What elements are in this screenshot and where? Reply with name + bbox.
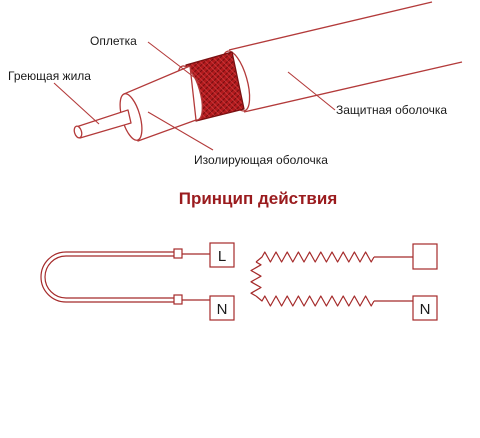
outer-jacket xyxy=(229,2,462,112)
jacket-top-edge xyxy=(228,1,433,51)
heating-core xyxy=(75,109,132,139)
loop-outer-wire xyxy=(40,251,174,303)
connector-top xyxy=(173,248,183,259)
label-jacket: Защитная оболочка xyxy=(336,103,447,117)
leader-core xyxy=(53,82,100,125)
terminal-L-label: L xyxy=(218,248,226,265)
leader-jacket xyxy=(287,71,336,111)
connector-bottom xyxy=(173,294,183,305)
label-insulation: Изолирующая оболочка xyxy=(194,153,328,167)
leader-braid xyxy=(147,41,200,82)
right-resistor-schematic xyxy=(250,251,413,307)
principle-title: Принцип действия xyxy=(179,189,338,208)
leader-lines xyxy=(53,41,336,151)
left-loop-schematic xyxy=(40,248,210,305)
terminal-N-right-box xyxy=(412,295,438,321)
cable-illustration xyxy=(73,1,463,142)
loop-inner-wire xyxy=(44,255,174,299)
label-core: Греющая жила xyxy=(8,69,91,83)
terminal-N-right-label: N xyxy=(420,301,431,318)
leader-insulation xyxy=(147,111,214,151)
terminal-right-top-box xyxy=(412,243,438,270)
resistor-top xyxy=(255,251,375,263)
resistor-bottom xyxy=(255,295,375,307)
terminal-L-box xyxy=(209,242,235,268)
terminal-N-left-box xyxy=(209,295,235,321)
core-end xyxy=(73,125,83,139)
terminal-N-left-label: N xyxy=(217,301,228,318)
jacket-bottom-edge xyxy=(243,61,463,113)
resistor-vertical xyxy=(250,261,262,297)
label-braid: Оплетка xyxy=(90,34,137,48)
